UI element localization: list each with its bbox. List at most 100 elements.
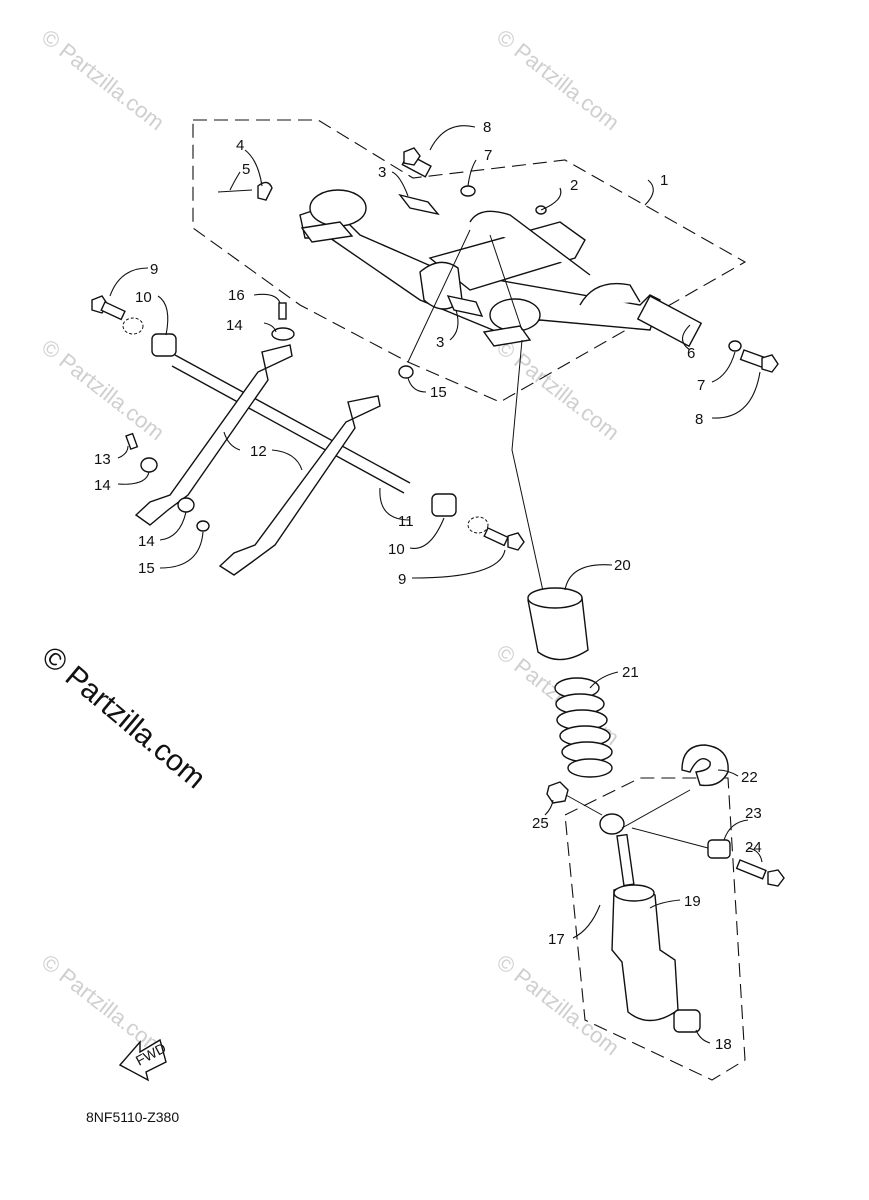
pad-3-lower	[446, 295, 484, 317]
shock-assembly	[511, 339, 785, 1033]
assembly-17-boundary	[564, 777, 746, 1081]
watermarks: © Partzilla.com © Partzilla.com © Partzi…	[36, 24, 625, 1060]
watermark: © Partzilla.com	[37, 334, 169, 445]
washer-14-upper	[271, 327, 295, 341]
bolt-24	[735, 859, 767, 880]
callout-7: 7	[484, 147, 492, 164]
watermark-large: © Partzilla.com	[36, 640, 212, 795]
center-line	[407, 229, 471, 363]
callout-8: 8	[695, 411, 703, 428]
fwd-arrow: FWD	[118, 1038, 169, 1082]
callout-17: 17	[548, 931, 565, 948]
bracket-12-right	[218, 395, 381, 576]
washer-7-lower	[728, 340, 742, 352]
leader-12b	[271, 449, 303, 471]
leader-17	[572, 904, 601, 939]
callout-23: 23	[745, 805, 762, 822]
callout-2: 2	[570, 177, 578, 194]
shock-body-19	[611, 885, 679, 1022]
bolt-8-lower-head	[761, 354, 779, 373]
bolt-9-left	[100, 301, 126, 321]
leader-24	[747, 847, 763, 863]
leader-8b	[711, 371, 761, 419]
swing-arm-hardware	[217, 147, 779, 379]
callout-1: 1	[660, 172, 668, 189]
callout-15: 15	[138, 560, 155, 577]
nut-15-upper	[398, 365, 414, 379]
bump-stop-top	[527, 587, 583, 609]
callout-5: 5	[242, 161, 250, 178]
leader-23	[723, 819, 749, 841]
shock-upper-eye	[599, 813, 625, 835]
callout-12: 12	[250, 443, 267, 460]
nut-15-lower	[196, 520, 210, 532]
leader-12a	[223, 431, 241, 451]
leader-20	[564, 564, 613, 591]
callout-9: 9	[150, 261, 158, 278]
leader-19	[649, 899, 681, 909]
leader-1	[644, 179, 654, 206]
leader-14b	[117, 471, 150, 485]
leader-11	[379, 487, 411, 521]
leader-22	[621, 789, 691, 829]
shaft-11	[174, 354, 411, 484]
leader-10a	[157, 295, 169, 336]
bolt-8-upper-head	[403, 147, 421, 166]
watermark: © Partzilla.com	[492, 334, 624, 445]
leader-7b	[711, 351, 736, 383]
plate-4	[257, 181, 273, 201]
bolt-16	[278, 302, 287, 320]
pad-3-upper	[398, 193, 440, 216]
callout-4: 4	[236, 137, 244, 154]
callout-11: 11	[398, 513, 414, 530]
watermark: © Partzilla.com	[37, 24, 169, 135]
leader-21	[589, 671, 619, 689]
leader-5	[229, 171, 241, 191]
callout-14: 14	[94, 477, 111, 494]
callout-8: 8	[483, 119, 491, 136]
leader-25	[544, 799, 554, 816]
leader-8a	[429, 125, 476, 151]
washer-14-left	[140, 457, 158, 473]
leader-9b	[411, 549, 506, 579]
callout-22: 22	[741, 769, 758, 786]
bracket-12-left	[134, 344, 293, 526]
leader-14c	[159, 511, 187, 541]
callout-15: 15	[430, 384, 447, 401]
leader-lines	[109, 125, 763, 1044]
spring-seat-22	[681, 744, 729, 787]
leader-18	[695, 1029, 711, 1044]
leader-13	[117, 445, 129, 459]
bolt-24-head	[767, 869, 785, 887]
callout-21: 21	[622, 664, 639, 681]
bushing-18	[673, 1009, 701, 1033]
callout-10: 10	[388, 541, 405, 558]
washer-14-lower	[177, 497, 195, 513]
center-line	[631, 827, 709, 849]
collar-10-right	[431, 493, 457, 517]
callout-20: 20	[614, 557, 631, 574]
shock-rod	[616, 833, 635, 887]
callouts: 1 2 3 3 4 5 6 7 7 8 8 9 9 10 10 11 12 13…	[94, 119, 762, 1053]
collar-10-left	[151, 333, 177, 357]
pin-5	[217, 189, 253, 193]
watermark: © Partzilla.com	[37, 949, 169, 1060]
spring-21	[554, 677, 613, 778]
nut-25	[546, 781, 569, 804]
center-line	[511, 339, 546, 601]
bolt-9-right	[483, 527, 509, 547]
watermark: © Partzilla.com	[492, 24, 624, 135]
leader-15b	[159, 531, 204, 569]
washer-left	[122, 317, 144, 335]
callout-3: 3	[436, 334, 444, 351]
leader-22	[717, 769, 739, 777]
washer-7-upper	[460, 185, 476, 197]
callout-18: 18	[715, 1036, 732, 1053]
callout-14: 14	[226, 317, 243, 334]
leader-16	[253, 293, 281, 304]
bolt-9-right-head	[507, 532, 525, 551]
swing-arm	[299, 189, 703, 348]
shaft-11-edge	[171, 365, 405, 494]
leader-6	[681, 324, 691, 351]
bolt-13	[125, 432, 139, 451]
